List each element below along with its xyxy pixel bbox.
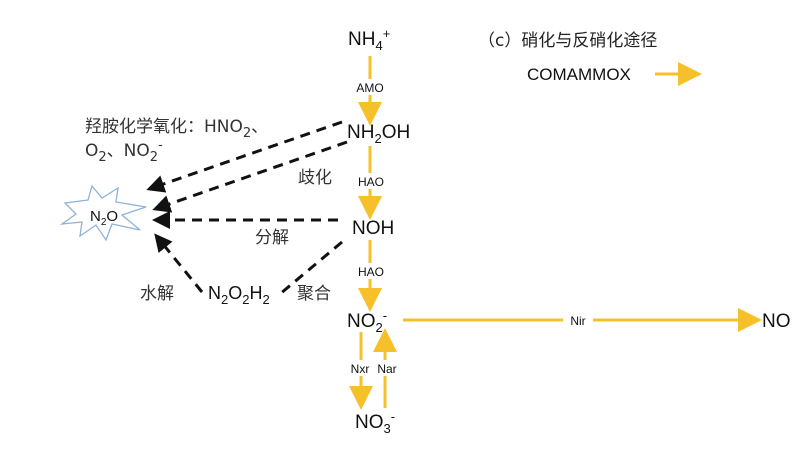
enzyme-nir: Nir <box>570 314 585 328</box>
hydrolysis-arrow <box>154 233 204 293</box>
species-n2o: N2O <box>90 208 118 228</box>
species-no: NO <box>762 311 791 332</box>
legend-label: COMAMMOX <box>527 65 631 84</box>
species-no2: NO2- <box>347 308 387 335</box>
polymerization-label: 聚合 <box>297 284 331 304</box>
decomposition-label: 分解 <box>255 228 289 248</box>
species-no3: NO3- <box>355 409 395 436</box>
hydrolysis-label: 水解 <box>140 284 174 304</box>
species-noh: NOH <box>352 218 394 239</box>
chem-ox-label-1: 羟胺化学氧化：HNO2、 <box>85 117 268 141</box>
diagram-title: （c）硝化与反硝化途径 <box>478 31 657 51</box>
enzyme-hao-2: HAO <box>358 265 384 279</box>
species-n2o2h2: N2O2H2 <box>208 283 270 307</box>
species-nh2oh: NH2OH <box>347 122 410 146</box>
enzyme-hao-1: HAO <box>358 175 384 189</box>
enzyme-amo: AMO <box>356 81 383 95</box>
disproportionation-label: 歧化 <box>298 168 332 188</box>
species-nh4: NH4+ <box>348 26 390 53</box>
chem-ox-label-2: O2、NO2- <box>85 138 163 165</box>
enzyme-nar: Nar <box>377 362 396 376</box>
enzyme-nxr: Nxr <box>351 362 370 376</box>
polymerization-line <box>279 240 343 296</box>
n2o-starburst <box>59 184 147 242</box>
